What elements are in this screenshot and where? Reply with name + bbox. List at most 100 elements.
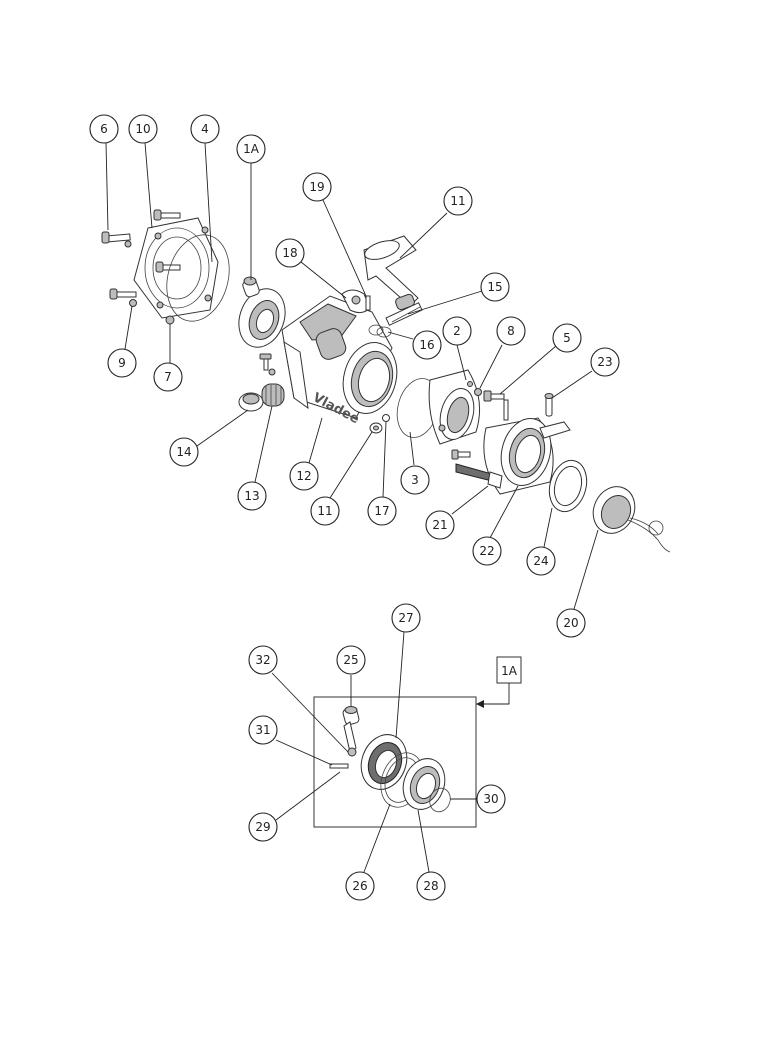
svg-text:9: 9: [118, 356, 126, 370]
svg-text:30: 30: [483, 792, 498, 806]
bolt-6-top: [101, 231, 131, 244]
svg-text:1A: 1A: [243, 142, 260, 156]
callout-26: 26: [345, 871, 375, 901]
callout-2: 2: [442, 316, 472, 346]
svg-text:25: 25: [343, 653, 358, 667]
callout-32: 32: [248, 645, 278, 675]
svg-text:8: 8: [507, 324, 515, 338]
callout-11-washer: 11: [310, 496, 340, 526]
callout-1a: 1A: [236, 134, 266, 164]
callout-24: 24: [526, 546, 556, 576]
svg-text:31: 31: [255, 723, 270, 737]
svg-text:14: 14: [176, 445, 191, 459]
svg-text:22: 22: [479, 544, 494, 558]
leader-lines-lower: [271, 631, 476, 873]
callout-5: 5: [552, 323, 582, 353]
detail-1a: 1A: [313, 656, 522, 828]
callout-16: 16: [412, 330, 442, 360]
nut-8: [474, 388, 482, 396]
callout-9: 9: [107, 348, 137, 378]
callout-17: 17: [367, 496, 397, 526]
pin-19: [365, 295, 371, 311]
callout-12: 12: [289, 461, 319, 491]
callout-30: 30: [476, 784, 506, 814]
detail-tag-leader: [476, 683, 510, 705]
svg-text:19: 19: [309, 180, 324, 194]
callout-11-arm: 11: [443, 186, 473, 216]
svg-text:28: 28: [423, 879, 438, 893]
spring-13: [261, 383, 285, 407]
svg-text:2: 2: [453, 324, 461, 338]
plug-14: [238, 392, 264, 412]
callout-31: 31: [248, 715, 278, 745]
svg-text:32: 32: [255, 653, 270, 667]
cover-plate-10: [133, 217, 219, 319]
seal-face-27: [360, 734, 408, 790]
stud-coupler: [503, 399, 509, 421]
adapter-2: [428, 369, 481, 445]
o-rings-16: [368, 324, 392, 338]
callout-29: 29: [248, 812, 278, 842]
callout-15: 15: [480, 272, 510, 302]
svg-text:3: 3: [411, 473, 419, 487]
callout-19: 19: [302, 172, 332, 202]
callout-6: 6: [89, 114, 119, 144]
ball-17: [382, 414, 390, 422]
svg-text:24: 24: [533, 554, 548, 568]
svg-text:13: 13: [244, 489, 259, 503]
pin-31: [329, 763, 349, 769]
svg-text:17: 17: [374, 504, 389, 518]
washer-11: [369, 422, 383, 434]
svg-text:29: 29: [255, 820, 270, 834]
callout-23: 23: [590, 347, 620, 377]
screw-adapter: [451, 449, 471, 460]
leader-lines-upper: [105, 142, 599, 610]
callouts-upper: 6 10 4 1A 19 11 18 15 16 2 8 5 23 9 7 14…: [89, 114, 620, 638]
seal-seat-28: [402, 758, 446, 810]
pin-23: [544, 393, 554, 417]
callout-14: 14: [169, 437, 199, 467]
coupler-22: [483, 417, 571, 495]
svg-text:18: 18: [282, 246, 297, 260]
svg-text:11: 11: [450, 194, 465, 208]
svg-text:27: 27: [398, 611, 413, 625]
callout-7: 7: [153, 362, 183, 392]
gasket-4: [166, 234, 230, 322]
dust-cap-20: [592, 486, 671, 553]
screw-5: [483, 390, 505, 402]
svg-text:12: 12: [296, 469, 311, 483]
svg-text:4: 4: [201, 122, 209, 136]
callout-10: 10: [128, 114, 158, 144]
detail-tag-label: 1A: [501, 664, 518, 678]
svg-text:10: 10: [135, 122, 150, 136]
svg-text:16: 16: [419, 338, 434, 352]
callout-28: 28: [416, 871, 446, 901]
bolt-6-upper: [153, 209, 181, 221]
cam-lever-21: [455, 463, 503, 489]
detail-tag-arrow: [476, 700, 484, 708]
parts-upper-assembly: Vladee: [101, 209, 671, 553]
callout-27: 27: [391, 603, 421, 633]
callout-8: 8: [496, 316, 526, 346]
seal-assembly-1a: [238, 276, 286, 348]
callout-4: 4: [190, 114, 220, 144]
shaft-15: [385, 302, 423, 326]
detail-frame: [313, 696, 477, 828]
washer-6: [124, 240, 132, 248]
bushing-32: [347, 747, 357, 757]
cam-lever-18: [341, 289, 371, 314]
callout-3: 3: [400, 465, 430, 495]
svg-text:11: 11: [317, 504, 332, 518]
cam-lever-25: [342, 706, 360, 753]
retaining-ring-30: [429, 787, 451, 813]
callout-21: 21: [425, 510, 455, 540]
gasket-24: [548, 459, 588, 513]
callout-20: 20: [556, 608, 586, 638]
callout-22: 22: [472, 536, 502, 566]
bolt-9: [109, 288, 137, 300]
washer-9: [129, 299, 137, 307]
svg-text:5: 5: [563, 331, 571, 345]
screw-body: [259, 353, 276, 376]
pump-body-12: Vladee: [281, 295, 398, 427]
